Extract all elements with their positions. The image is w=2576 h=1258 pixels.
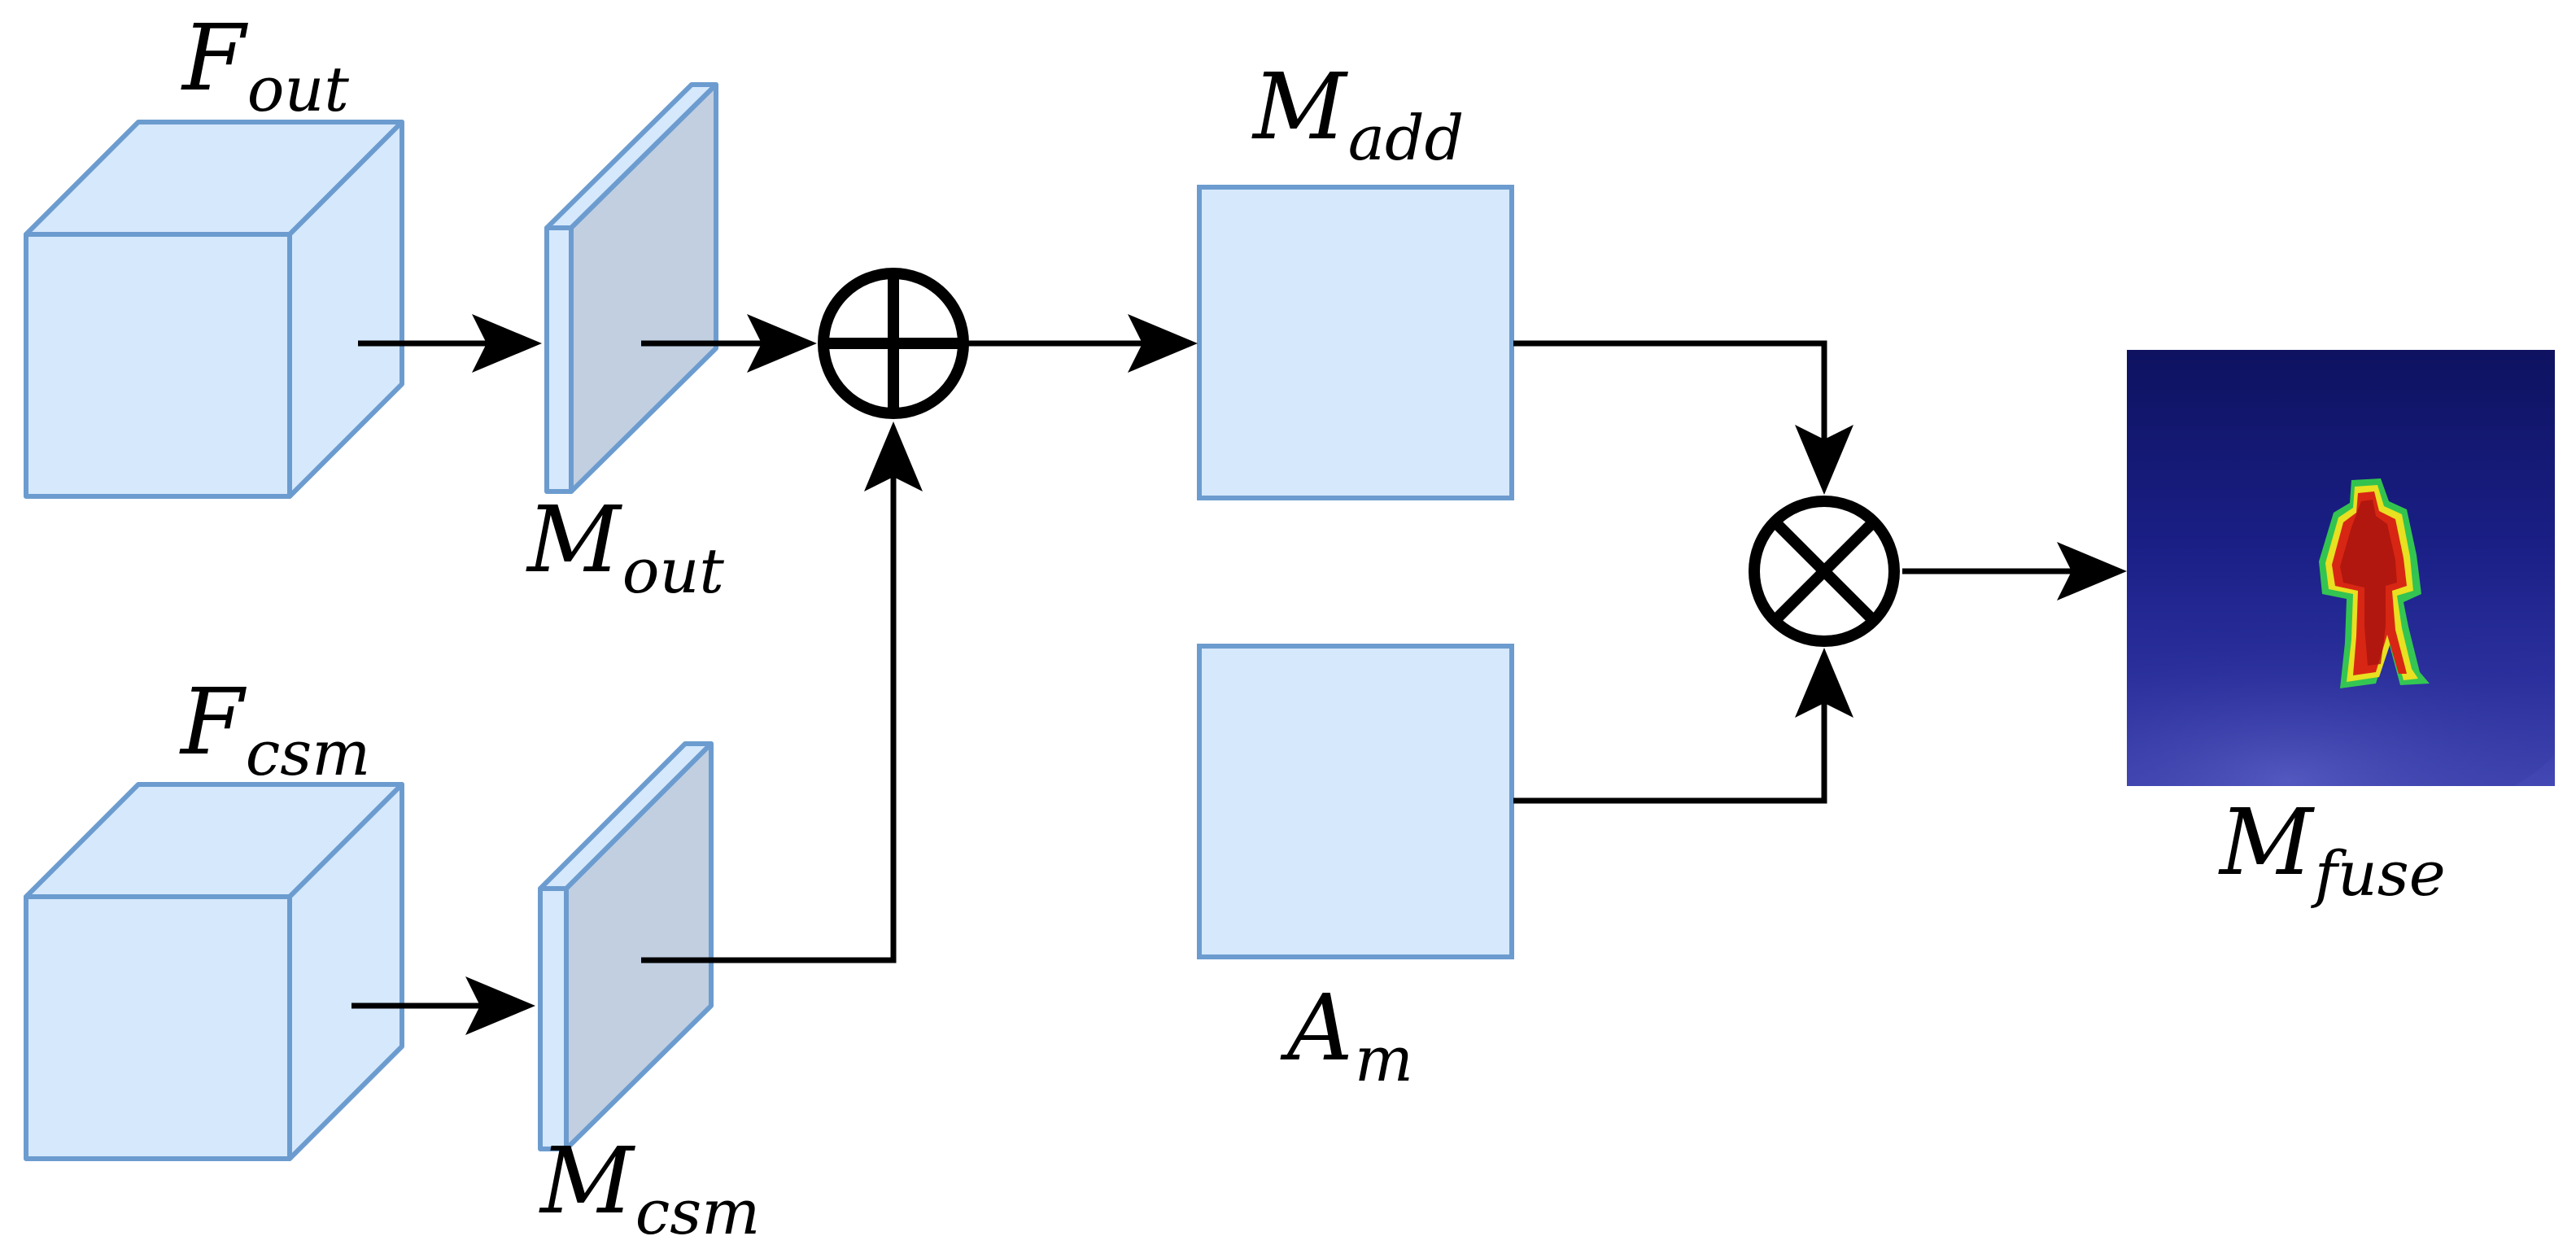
- f-csm-cube: [24, 782, 404, 1161]
- label-a-m: Am: [1287, 976, 1413, 1095]
- arrow-mcsm-to-add: [641, 467, 897, 963]
- arrowhead-fcsm-mcsm: [465, 976, 535, 1035]
- m-fuse-heatmap-image: [2127, 350, 2555, 786]
- arrowhead-mcsm-add: [864, 422, 923, 491]
- label-m-add: Madd: [1253, 55, 1465, 174]
- label-m-out: Mout: [527, 487, 724, 607]
- arrowheads: [465, 314, 2127, 1035]
- f-out-cube: [24, 120, 404, 499]
- arrow-am-to-mul: [1513, 692, 1827, 804]
- f-out-cube-front: [24, 232, 292, 499]
- m-out-plane-front: [544, 225, 574, 494]
- arrowhead-mul-mfuse: [2057, 542, 2127, 601]
- arrowhead-madd-mul: [1795, 425, 1853, 495]
- label-f-out: Fout: [182, 6, 349, 125]
- arrowhead-am-mul: [1795, 648, 1853, 718]
- m-add-box: [1197, 185, 1514, 500]
- person-silhouette: [2319, 478, 2430, 688]
- multiply-operator-icon: [1749, 496, 1900, 647]
- arrowhead-mout-add: [747, 314, 817, 373]
- connectors: [351, 340, 2073, 1009]
- arrow-madd-to-mul: [1513, 340, 1827, 451]
- arrowhead-add-madd: [1128, 314, 1198, 373]
- m-csm-plane: [538, 741, 714, 1151]
- m-out-plane: [544, 82, 718, 494]
- label-m-csm: Mcsm: [540, 1129, 761, 1248]
- m-csm-plane-front: [538, 886, 569, 1151]
- arrowhead-fout-mout: [472, 314, 542, 373]
- label-m-fuse: Mfuse: [2220, 790, 2446, 910]
- a-m-box: [1197, 644, 1514, 959]
- f-csm-cube-front: [24, 894, 292, 1161]
- label-f-csm: Fcsm: [181, 670, 371, 789]
- add-operator-icon: [818, 268, 969, 419]
